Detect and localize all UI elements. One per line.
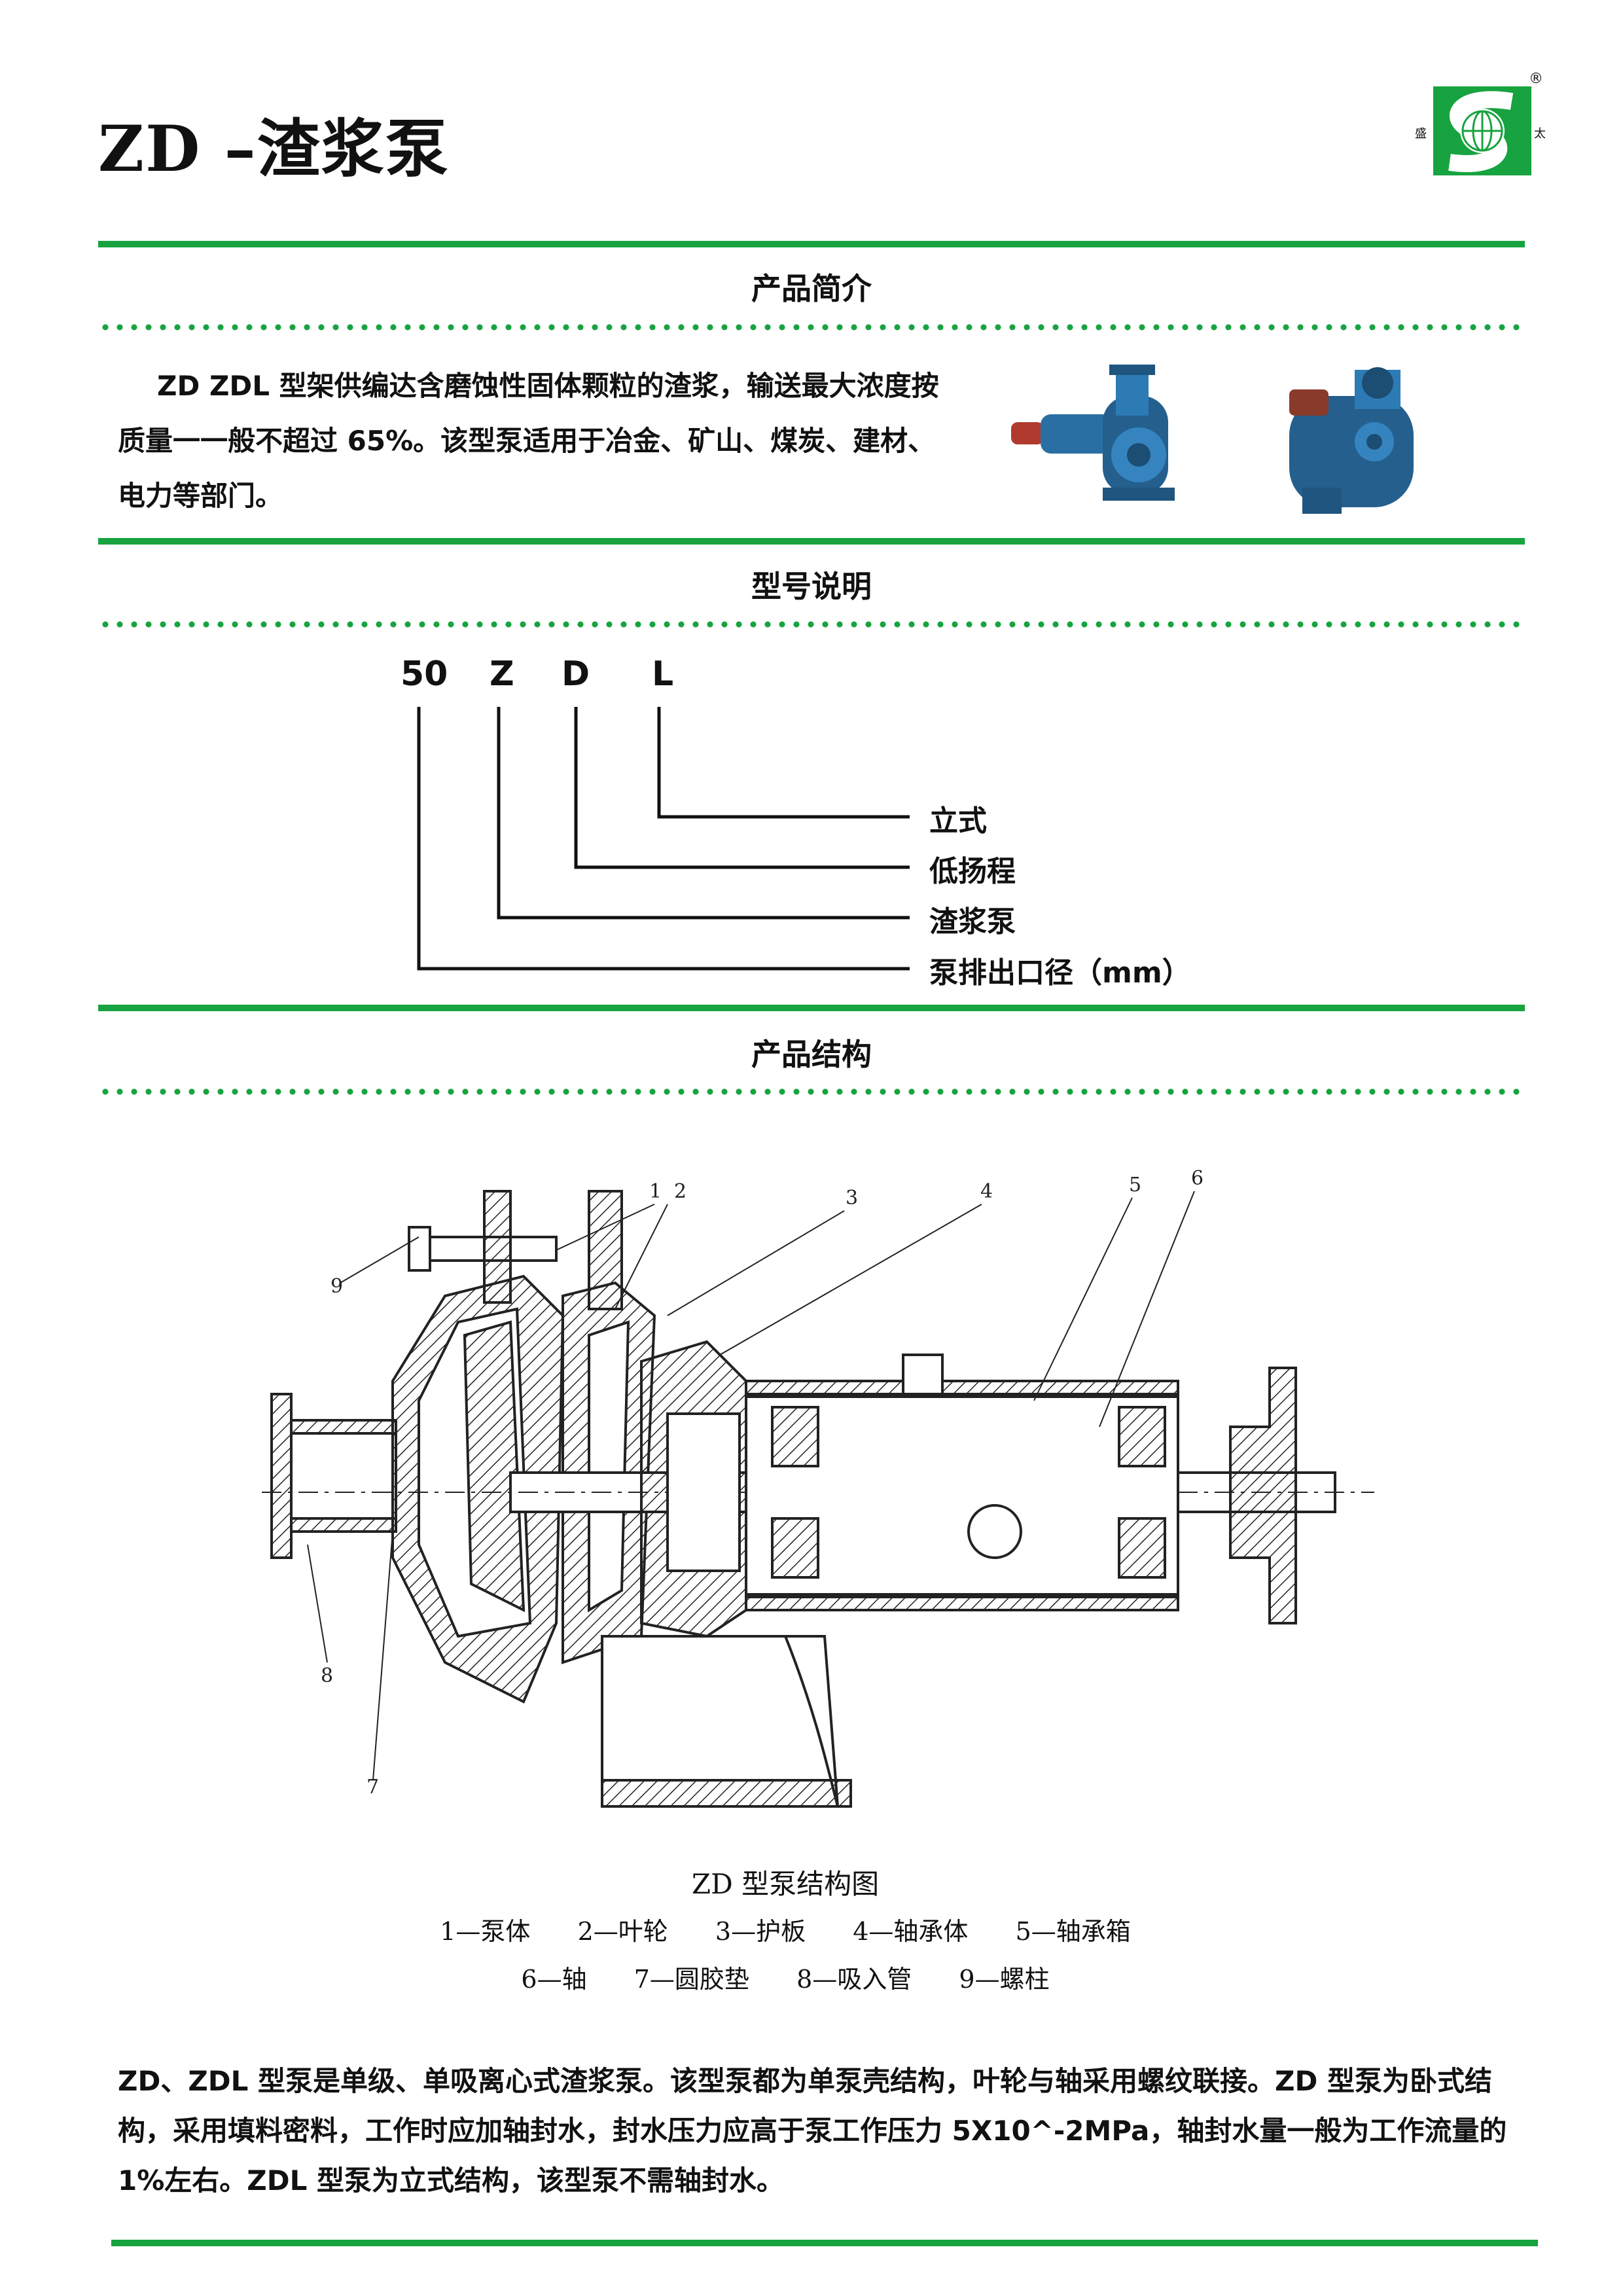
registered-mark: ®: [1529, 71, 1543, 87]
page-title: ZD –渣浆泵: [98, 112, 450, 186]
intro-paragraph: ZD ZDL 型架供编达含磨蚀性固体颗粒的渣浆，输送最大浓度按质量一一般不超过 …: [118, 370, 939, 512]
pump-photo-horizontal: [1005, 357, 1201, 514]
divider-line: [98, 241, 1525, 247]
callout-5: 5: [1129, 1174, 1141, 1196]
callout-4: 4: [980, 1180, 993, 1203]
section-heading-model: 型号说明: [751, 569, 872, 604]
model-code-d: D: [562, 655, 590, 694]
model-meaning-vertical: 立式: [929, 804, 987, 838]
logo-right-text: 太: [1534, 127, 1546, 141]
pump-photo-angled: [1276, 357, 1427, 520]
dotted-divider: [98, 1088, 1525, 1096]
section-heading-structure: 产品结构: [751, 1037, 872, 1072]
callout-8: 8: [321, 1664, 333, 1687]
callout-1: 1: [649, 1180, 662, 1203]
parts-list-line-1: 1—泵体 2—叶轮 3—护板 4—轴承体 5—轴承箱: [440, 1917, 1131, 1946]
model-code-size: 50: [401, 655, 448, 694]
divider-line: [98, 538, 1525, 545]
callout-2: 2: [674, 1180, 687, 1203]
parts-list-line-2: 6—轴 7—圆胶垫 8—吸入管 9—螺柱: [521, 1965, 1050, 1994]
callout-7: 7: [366, 1776, 379, 1799]
pump-structure-diagram: 1 2 3 4 5 6 7 8 9: [249, 1165, 1387, 1820]
section-heading-intro: 产品简介: [751, 271, 872, 306]
logo-left-text: 盛: [1415, 127, 1427, 141]
dotted-divider: [98, 620, 1525, 628]
model-meaning-outlet-diameter: 泵排出口径（mm）: [929, 956, 1191, 990]
callout-9: 9: [330, 1275, 343, 1298]
footer-line: [111, 2240, 1538, 2246]
divider-line: [98, 1005, 1525, 1011]
model-code-z: Z: [490, 655, 514, 694]
dotted-divider: [98, 323, 1525, 331]
model-meaning-low-head: 低扬程: [929, 855, 1016, 888]
callout-3: 3: [846, 1187, 858, 1210]
model-meaning-slurry-pump: 渣浆泵: [929, 905, 1016, 939]
model-code-l: L: [652, 655, 674, 694]
callout-6: 6: [1191, 1167, 1204, 1190]
company-logo: 盛 太 ®: [1414, 71, 1546, 190]
diagram-caption: ZD 型泵结构图: [691, 1868, 880, 1900]
description-paragraph: ZD、ZDL 型泵是单级、单吸离心式渣浆泵。该型泵都为单泵壳结构，叶轮与轴采用螺…: [118, 2065, 1507, 2197]
